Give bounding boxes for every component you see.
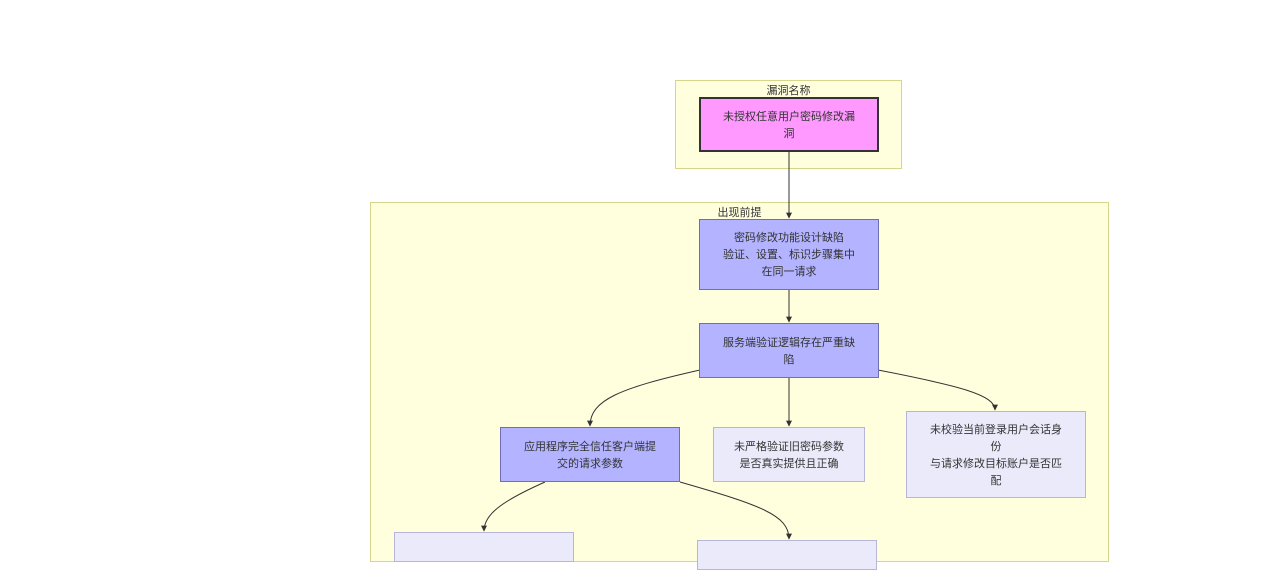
node-bottom-right-partial [697, 540, 877, 570]
edge-trust-to-right [679, 481, 792, 540]
edge-layer [481, 152, 998, 540]
node-server-flaw: 服务端验证逻辑存在严重缺 陷 [699, 323, 879, 378]
node-no-session-check: 未校验当前登录用户会话身 份 与请求修改目标账户是否匹 配 [906, 411, 1086, 498]
node-no-old-password: 未严格验证旧密码参数 是否真实提供且正确 [713, 427, 865, 482]
cluster-vuln-name-label: 漏洞名称 [766, 84, 811, 97]
edge-server-to-session [877, 369, 998, 411]
cluster-precondition-label: 出现前提 [717, 206, 762, 219]
edge-trust-to-left [481, 481, 546, 532]
node-bottom-left-partial [394, 532, 574, 562]
node-trust-client: 应用程序完全信任客户端提 交的请求参数 [500, 427, 680, 482]
edge-server-to-trust [587, 369, 701, 427]
node-design-flaw: 密码修改功能设计缺陷 验证、设置、标识步骤集中 在同一请求 [699, 219, 879, 290]
node-vuln: 未授权任意用户密码修改漏 洞 [699, 97, 879, 152]
